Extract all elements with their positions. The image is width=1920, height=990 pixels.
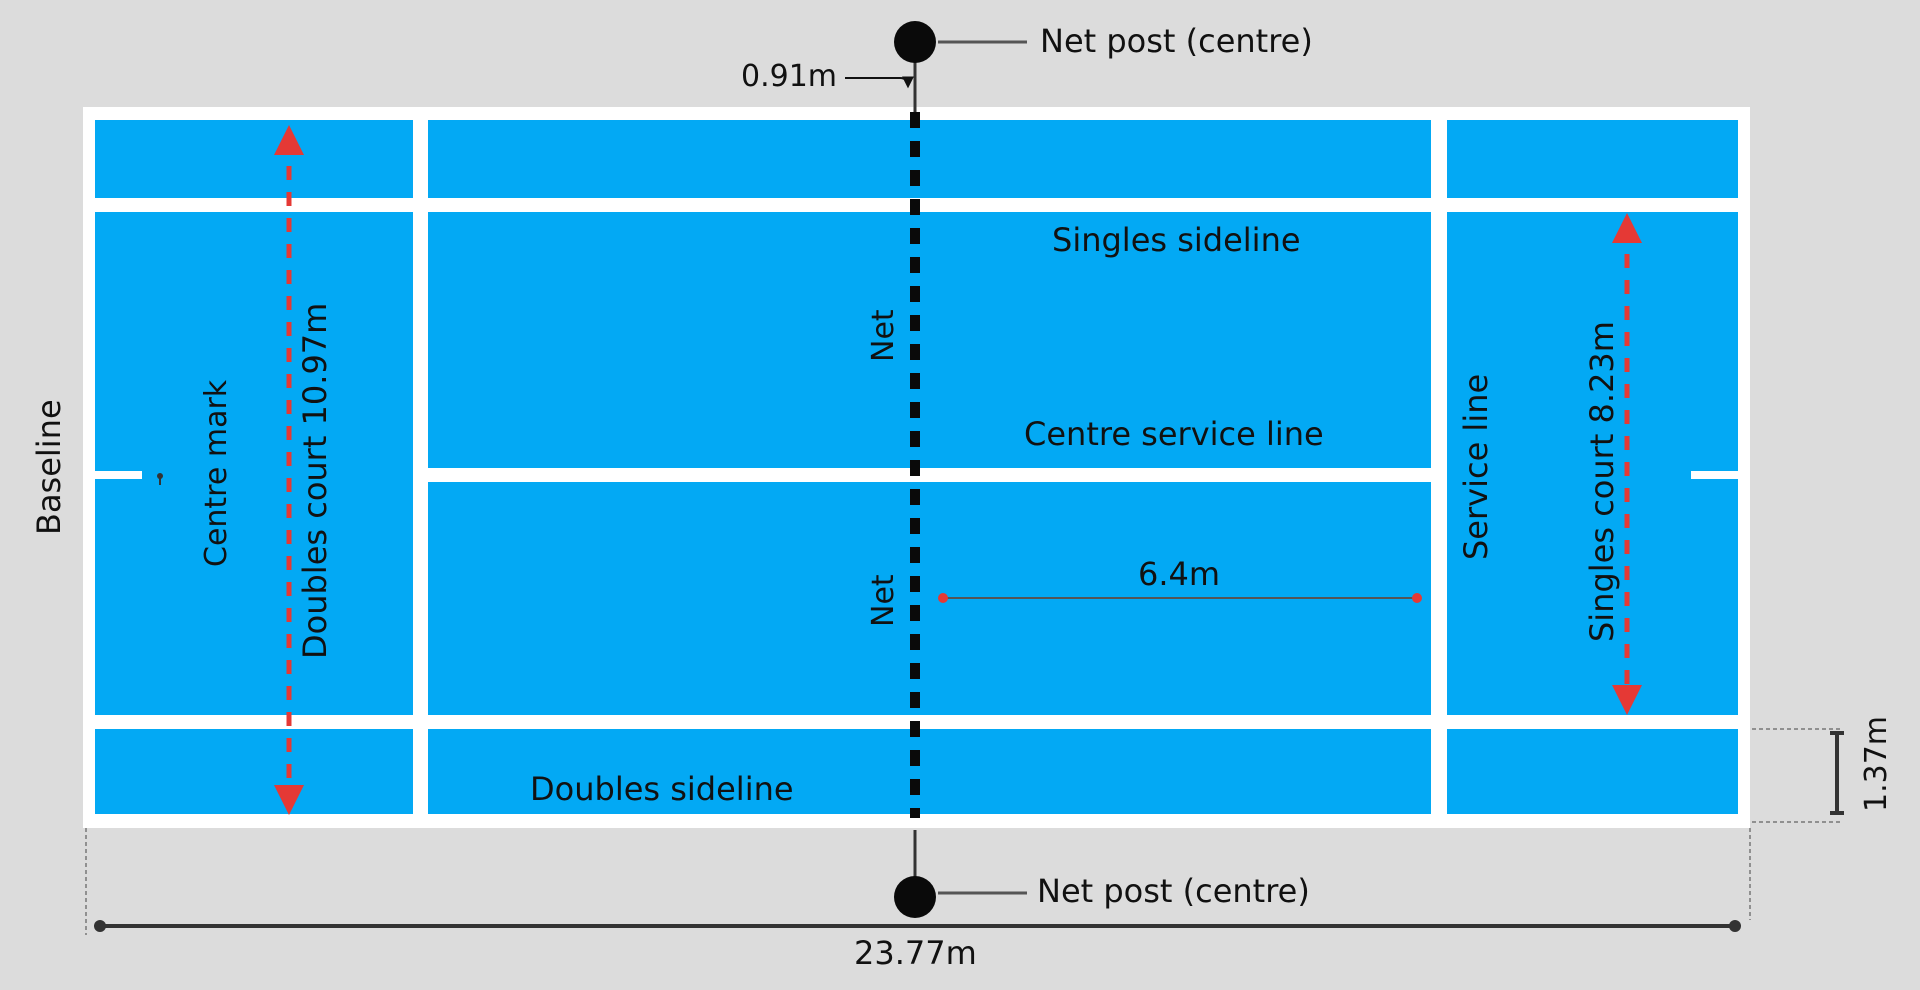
net-height-arrow: [845, 76, 914, 89]
net-post-icon: [894, 876, 936, 918]
net-post-bottom-label: Net post (centre): [1037, 872, 1310, 910]
net-post-icon: [894, 21, 936, 63]
service-distance-end-right: [1412, 593, 1422, 603]
service-distance-label: 6.4m: [1138, 555, 1220, 593]
baseline-label: Baseline: [30, 399, 68, 535]
doubles-sideline-label: Doubles sideline: [530, 770, 794, 808]
net-label-lower: Net: [866, 574, 901, 627]
net-post-top-label: Net post (centre): [1040, 22, 1313, 60]
service-line-label: Service line: [1457, 374, 1495, 560]
alley-width-label: 1.37m: [1859, 716, 1894, 812]
court-panels: [95, 120, 1738, 814]
doubles-court-label: Doubles court 10.97m: [296, 303, 334, 659]
service-distance-end-left: [938, 593, 948, 603]
singles-court-label: Singles court 8.23m: [1583, 321, 1621, 642]
singles-sideline-label: Singles sideline: [1052, 221, 1301, 259]
court-length-label: 23.77m: [854, 934, 977, 972]
centre-mark-dot: [157, 473, 163, 479]
centre-service-line-label: Centre service line: [1024, 415, 1324, 453]
net-height-label: 0.91m: [741, 59, 837, 94]
centre-mark-label: Centre mark: [199, 379, 234, 567]
net-label-upper: Net: [866, 309, 901, 362]
